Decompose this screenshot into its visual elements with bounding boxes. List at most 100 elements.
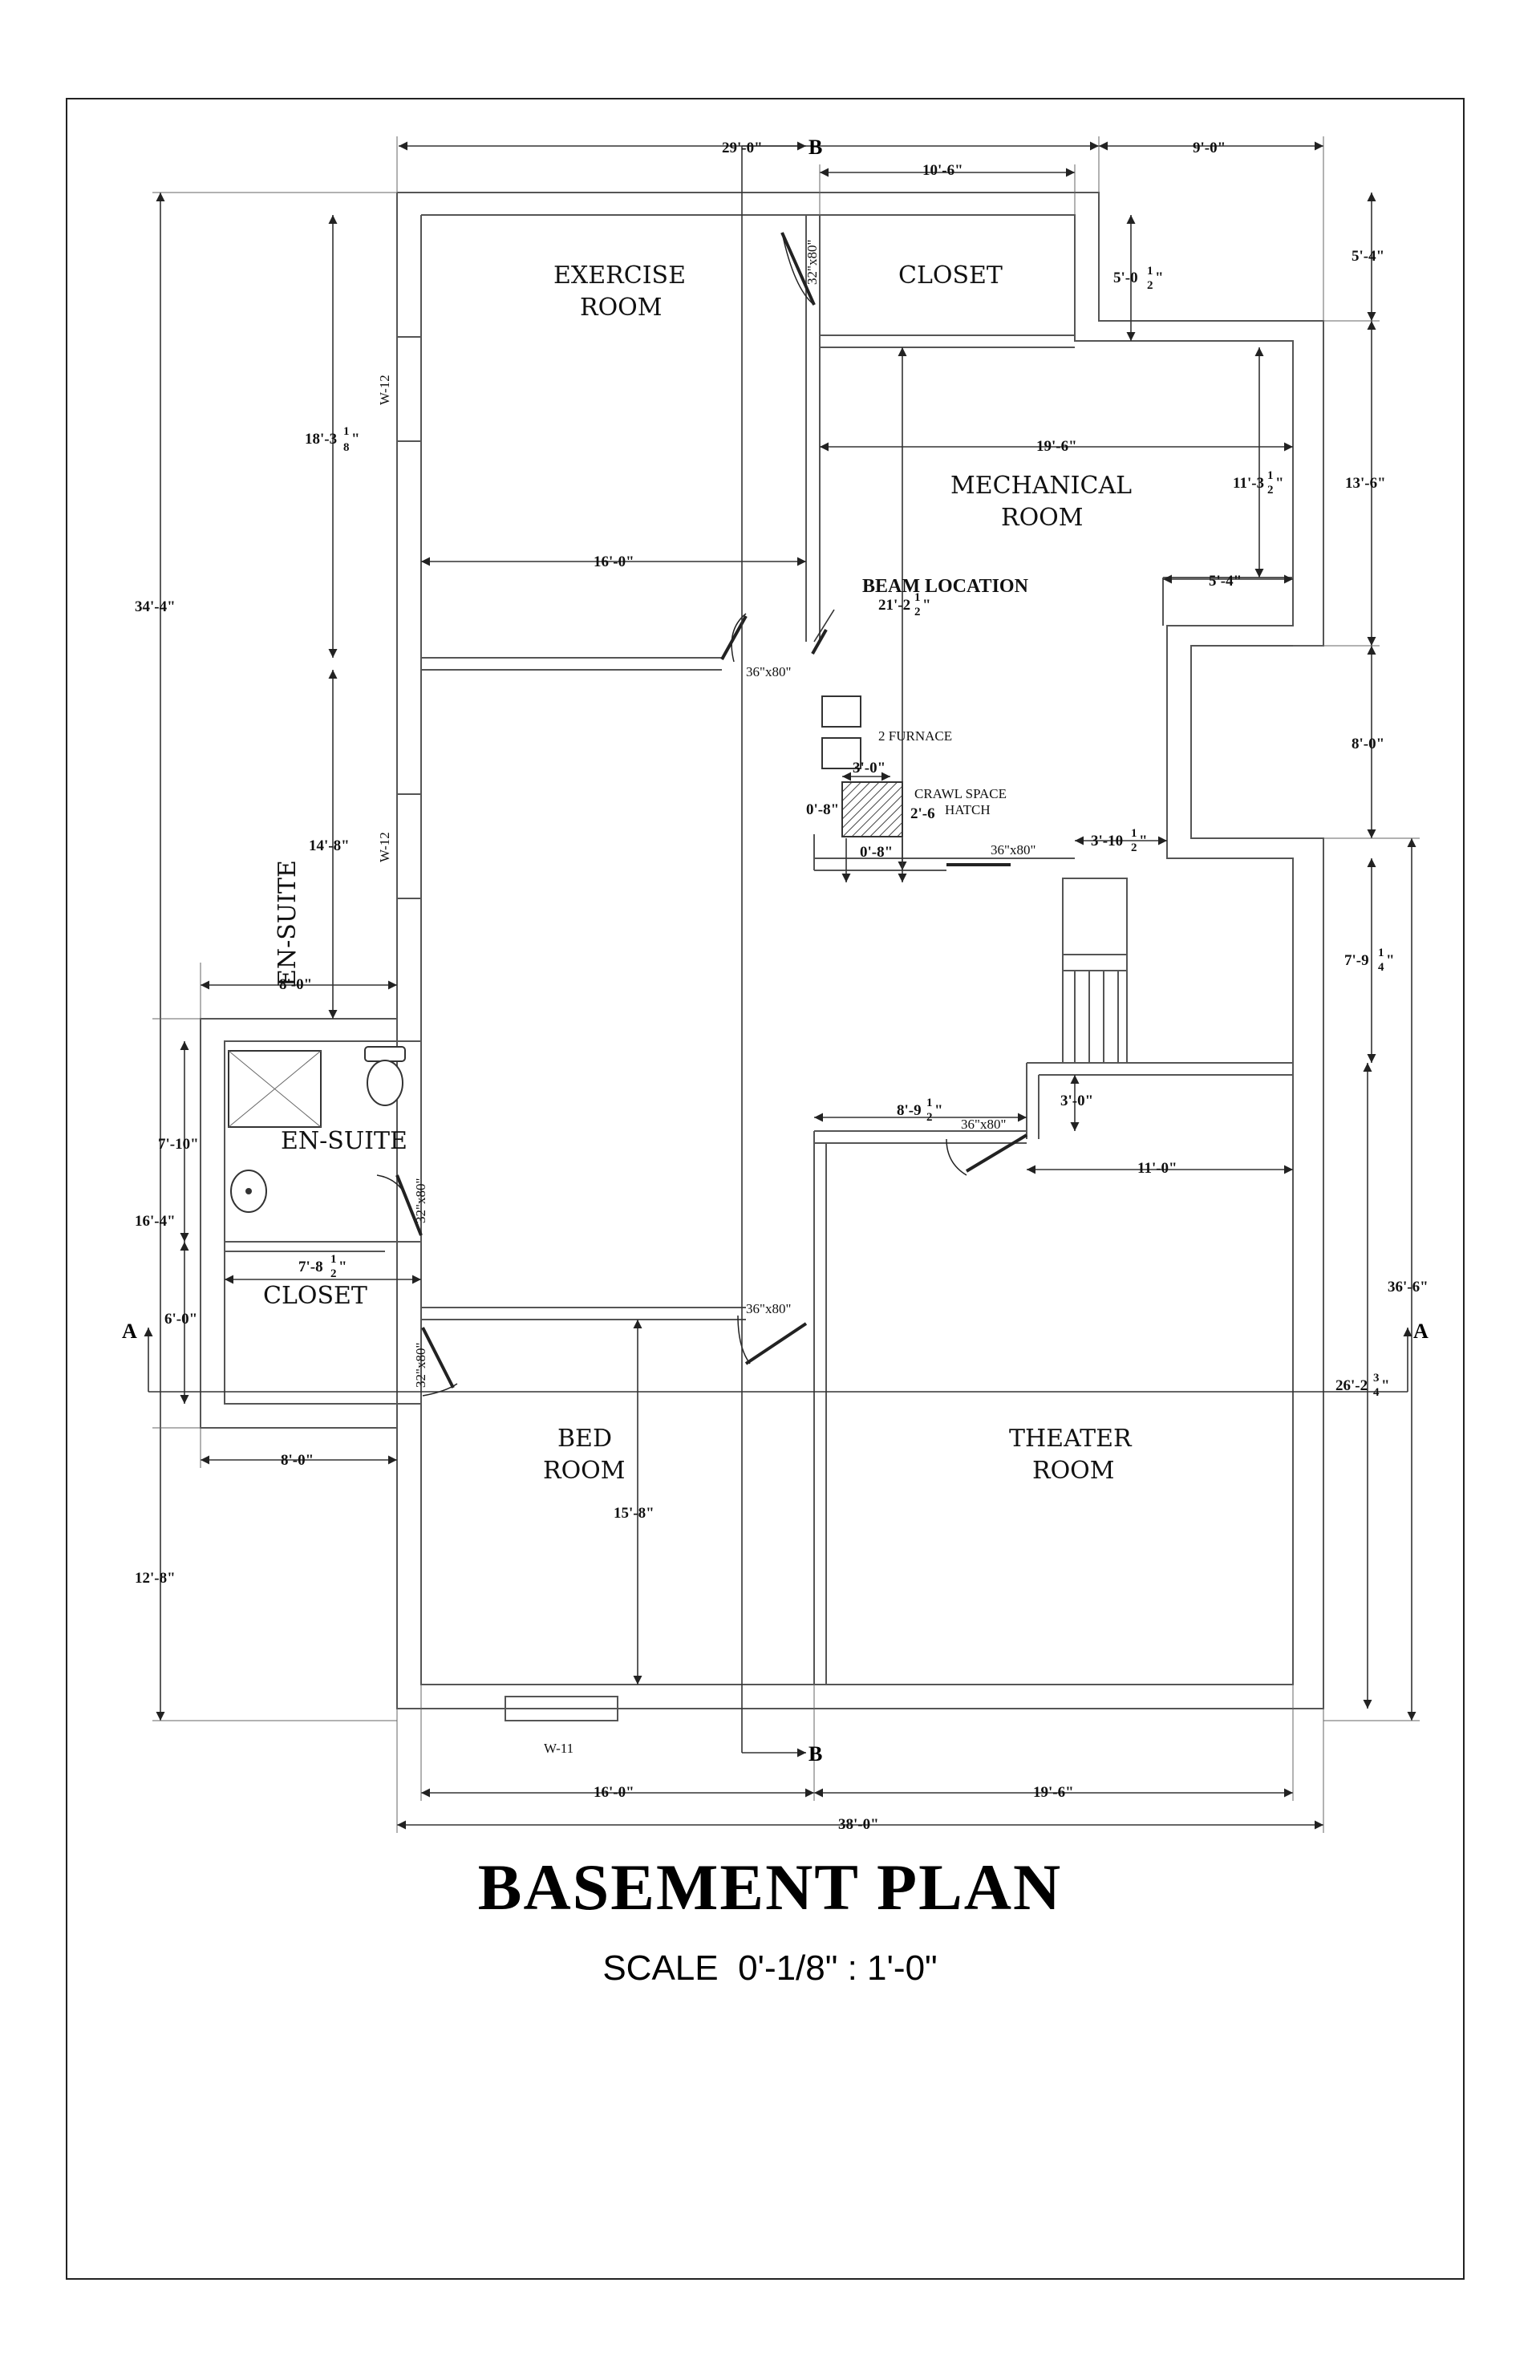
exercise-room-label-2: ROOM (580, 294, 663, 322)
dim-label: 13'-6" (1345, 475, 1386, 492)
dim-label: 2 (914, 606, 921, 618)
crawl-space-note-2: HATCH (945, 802, 991, 817)
dim-label: 2 (926, 1111, 933, 1124)
section-mark-b-bottom: B (808, 1742, 822, 1766)
dim-label: " (1381, 1377, 1390, 1394)
dim-label: 10'-6" (922, 162, 963, 179)
dim-label: 1 (343, 425, 350, 438)
closet-left-label: CLOSET (263, 1282, 367, 1310)
dim-label: 14'-8" (309, 837, 350, 854)
tags: W-12 W-12 W-11 32"x80" 36"x80" 36"x80" 3… (377, 240, 1035, 1756)
w12-mid-tag: W-12 (377, 832, 392, 862)
theater-room-label: THEATER (1009, 1425, 1133, 1453)
dim-label: 2 (1147, 279, 1153, 292)
doors (376, 232, 1028, 1397)
dim-label: 4 (1378, 961, 1384, 974)
crawl-space-note: CRAWL SPACE (914, 786, 1007, 801)
dim-label: 16'-0" (594, 1784, 634, 1801)
dim-label: 18'-3 (305, 431, 337, 448)
ensuite-vertical-label: EN-SUITE (274, 860, 302, 987)
notes: BEAM LOCATION 2 FURNACE CRAWL SPACE HATC… (862, 576, 1029, 817)
ensuite-label: EN-SUITE (281, 1127, 407, 1155)
dim-label: 0'-8" (860, 844, 893, 861)
window-w12-mid (396, 793, 422, 899)
dim-label: " (1155, 270, 1164, 286)
dim-label: 3'-0" (853, 760, 886, 776)
theater-room-label-2: ROOM (1032, 1457, 1115, 1485)
door-tag: 36"x80" (961, 1117, 1006, 1132)
door-tag: 36"x80" (746, 1301, 791, 1316)
dim-label: 38'-0" (838, 1816, 879, 1833)
dim-label: 7'-10" (158, 1136, 199, 1153)
plan-title: BASEMENT PLAN (478, 1851, 1062, 1924)
dim-label: 2 (1131, 841, 1137, 854)
drawing-border (66, 98, 1465, 2280)
dim-label: 1 (926, 1097, 933, 1109)
beam-location-note: BEAM LOCATION (862, 576, 1029, 597)
dim-label: 3'-10 (1091, 833, 1123, 849)
dim-label: 7'-9 (1344, 952, 1369, 969)
dim-label: 1 (330, 1253, 337, 1266)
bed-room-label-2: ROOM (543, 1457, 626, 1485)
section-lines (144, 141, 1412, 1758)
walls (200, 192, 1324, 1721)
dim-label: 8'-0" (281, 1452, 314, 1469)
section-marks: B B A A (122, 136, 1429, 1766)
plan-scale: SCALE 0'-1/8" : 1'-0" (602, 1948, 937, 1988)
dim-label: 9'-0" (1193, 140, 1226, 156)
dim-label: 3 (1373, 1372, 1380, 1385)
dim-label: 1 (1147, 265, 1153, 278)
dimension-lines (152, 136, 1420, 1833)
bed-room-label: BED (557, 1425, 612, 1453)
door-tag: 36"x80" (991, 842, 1035, 858)
dim-label: 5'-4" (1209, 573, 1242, 590)
dim-label: 2 (1267, 484, 1274, 497)
window-w12-top (396, 336, 422, 442)
dim-label: 8'-0" (279, 976, 312, 993)
dim-label: 36'-6" (1388, 1279, 1429, 1295)
dim-label: 34'-4" (135, 598, 176, 615)
dim-label: 2'-6 (910, 805, 935, 822)
dim-label: " (1386, 952, 1395, 969)
door-tag: 36"x80" (746, 664, 791, 679)
section-mark-a-right: A (1413, 1320, 1429, 1343)
room-labels: EXERCISE ROOM CLOSET MECHANICAL ROOM EN-… (263, 262, 1133, 1485)
furnace-note: 2 FURNACE (878, 728, 952, 744)
dim-label: 19'-6" (1033, 1784, 1074, 1801)
section-mark-a-left: A (122, 1320, 137, 1343)
dim-label: 3'-0" (1060, 1093, 1093, 1109)
dim-label: " (934, 1102, 943, 1119)
dim-label: 7'-8 (298, 1259, 323, 1275)
dim-label: 4 (1373, 1386, 1380, 1399)
dim-label: " (1275, 475, 1284, 492)
dim-label: 2 (330, 1267, 337, 1280)
crawl-space-hatch (841, 781, 903, 837)
dim-label: 8'-9 (897, 1102, 922, 1119)
exercise-room-label: EXERCISE (553, 262, 686, 290)
dim-label: 12'-8" (135, 1570, 176, 1587)
dim-label: 16'-4" (135, 1213, 176, 1230)
dim-label: 19'-6" (1036, 438, 1077, 455)
closet-top-label: CLOSET (898, 262, 1003, 290)
dim-label: 11'-0" (1137, 1160, 1177, 1177)
toilet-bowl (367, 1060, 403, 1106)
door-tag: 32"x80" (804, 240, 820, 285)
section-mark-b-top: B (808, 136, 822, 159)
mechanical-room-label: MECHANICAL (950, 472, 1132, 500)
dim-label: 11'-3 (1233, 475, 1264, 492)
furnace-1 (821, 695, 861, 728)
dim-label: 1 (914, 591, 921, 604)
dim-label: 5'-4" (1352, 248, 1384, 265)
w12-top-tag: W-12 (377, 375, 392, 405)
dim-label: " (351, 431, 360, 448)
door-tag: 32"x80" (413, 1343, 428, 1388)
dim-label: 26'-2 (1335, 1377, 1368, 1394)
dim-label: 6'-0" (164, 1311, 197, 1328)
dim-label: 5'-0 (1113, 270, 1138, 286)
door-tag: 32"x80" (413, 1178, 428, 1223)
fixtures (228, 695, 903, 1213)
mechanical-room-label-2: ROOM (1001, 504, 1084, 532)
dim-label: 0'-8" (806, 801, 839, 818)
dim-label: " (922, 597, 931, 614)
